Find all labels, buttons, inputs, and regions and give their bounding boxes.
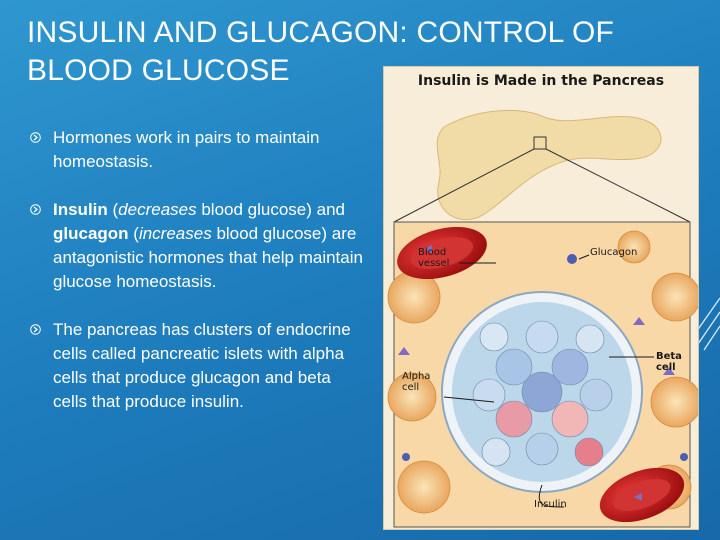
slide-title: INSULIN AND GLUCAGON: CONTROL OF BLOOD G… — [27, 16, 615, 87]
bullet-item: Insulin (decreases blood glucose) and gl… — [30, 198, 365, 294]
increases-term: increases — [138, 224, 212, 243]
label-blood-vessel: Blood vessel — [418, 247, 450, 269]
circled-arrow-icon — [30, 324, 41, 335]
circled-arrow-icon — [30, 132, 41, 143]
label-alpha-cell: Alpha cell — [402, 371, 431, 393]
text-fragment: ( — [107, 200, 119, 219]
bullet-item: Hormones work in pairs to maintain homeo… — [30, 126, 365, 174]
insulin-term: Insulin — [53, 200, 108, 219]
label-insulin: Insulin — [534, 499, 567, 510]
text-fragment: blood glucose) are antagonistic hormones… — [53, 224, 363, 291]
pancreas-diagram: Insulin is Made in the Pancreas Blood ve… — [383, 66, 699, 530]
decreases-term: decreases — [118, 200, 197, 219]
bullet-text: Insulin (decreases blood glucose) and gl… — [53, 200, 363, 291]
bullet-text: The pancreas has clusters of endocrine c… — [53, 320, 351, 411]
text-fragment: blood glucose) and — [196, 200, 345, 219]
bullet-list: Hormones work in pairs to maintain homeo… — [30, 126, 365, 438]
label-beta-cell: Beta cell — [656, 351, 682, 373]
glucagon-term: glucagon — [53, 224, 129, 243]
text-fragment: ( — [128, 224, 139, 243]
circled-arrow-icon — [30, 204, 41, 215]
pancreas-illustration — [384, 67, 698, 529]
bullet-item: The pancreas has clusters of endocrine c… — [30, 318, 365, 414]
bullet-text: Hormones work in pairs to maintain homeo… — [53, 128, 320, 171]
label-glucagon: Glucagon — [590, 247, 638, 258]
figure-title: Insulin is Made in the Pancreas — [417, 73, 665, 89]
